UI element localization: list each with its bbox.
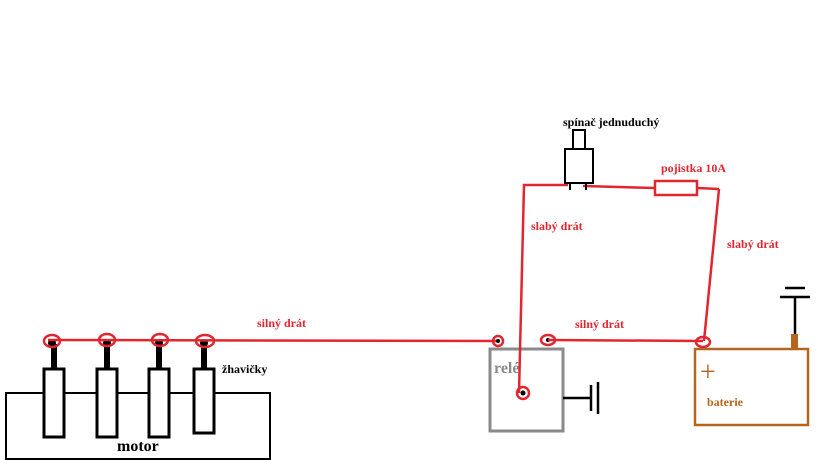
plug-terminal-1: [42, 333, 62, 349]
battery-box: [693, 347, 810, 427]
strong-wire-right-label: silný drát: [575, 317, 624, 331]
fuse-label: pojistka 10A: [661, 161, 726, 175]
plug-terminal-4: [194, 333, 216, 349]
battery-plus-sign: +: [700, 357, 716, 388]
switch-icon: [564, 129, 594, 190]
weak-wire-right-label: slabý drát: [727, 237, 779, 251]
weak-wire-fuse-out: [696, 186, 720, 191]
relay-ground-icon: [563, 382, 600, 414]
relay-terminal-left: [491, 334, 505, 348]
glow-plug-1: [42, 339, 66, 439]
switch-label: spínač jednuduchý: [563, 115, 659, 129]
strong-wire-left: [47, 338, 498, 343]
weak-wire-to-battery: [702, 188, 721, 342]
strong-wire-right: [547, 338, 704, 343]
motor-label: motor: [117, 438, 159, 455]
relay-terminal-left-dot: [496, 339, 500, 343]
glow-plug-2: [95, 339, 119, 439]
relay-box: [488, 347, 565, 433]
plug-terminal-2: [97, 332, 117, 348]
relay-coil-terminal: [515, 385, 531, 401]
battery-terminal-minus: [791, 334, 798, 350]
glow-plug-3: [147, 339, 171, 439]
weak-wire-switch-fuse: [582, 184, 656, 190]
weak-wire-left-label: slabý drát: [531, 219, 583, 233]
battery-ground-icon: [780, 286, 810, 299]
glow-plug-4: [192, 339, 216, 435]
glow-plugs-label: žhavičky: [222, 362, 267, 376]
fuse-icon: [653, 179, 699, 197]
battery-label: baterie: [707, 395, 744, 409]
weak-wire-relay-switch: [517, 183, 568, 394]
plug-terminal-3: [150, 332, 170, 348]
relay-label: relé: [494, 360, 519, 377]
relay-coil-terminal-dot: [520, 390, 526, 396]
strong-wire-left-label: silný drát: [257, 316, 306, 330]
battery-terminal-plus: [694, 335, 712, 349]
motor-block: [5, 392, 271, 460]
